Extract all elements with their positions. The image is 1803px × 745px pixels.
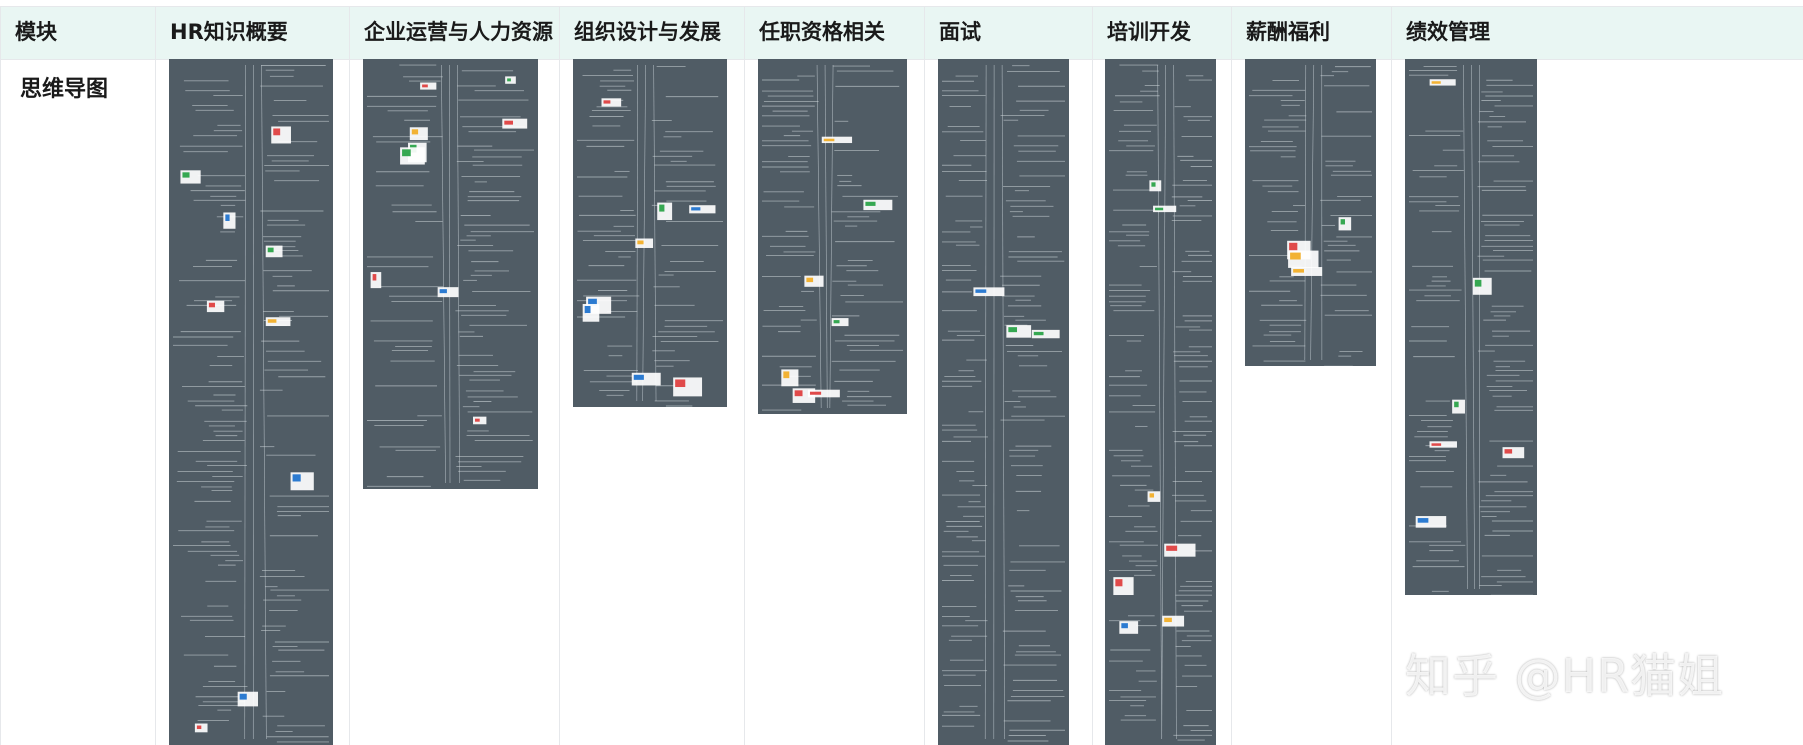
header-performance: 绩效管理 [1392,7,1803,59]
zhihu-watermark: 知乎 @HR猫姐 [1405,640,1724,706]
mindmap-compensation[interactable] [1245,59,1376,366]
row-label-mindmap: 思维导图 [20,71,108,103]
table-header-row: 模块 HR知识概要 企业运营与人力资源 组织设计与发展 任职资格相关 面试 培训… [1,7,1803,60]
mindmap-org-design[interactable] [573,59,727,407]
header-hr-overview: HR知识概要 [156,7,350,59]
mindmap-qualification[interactable] [758,59,907,414]
mindmap-table: 模块 HR知识概要 企业运营与人力资源 组织设计与发展 任职资格相关 面试 培训… [0,6,1803,745]
mindmap-operations-hr[interactable] [363,59,538,489]
mindmap-hr-overview[interactable] [169,59,333,745]
mindmap-training[interactable] [1105,59,1216,745]
header-operations-hr: 企业运营与人力资源 [350,7,560,59]
header-module: 模块 [1,7,156,59]
header-interview: 面试 [925,7,1093,59]
header-qualification: 任职资格相关 [745,7,925,59]
header-org-design: 组织设计与发展 [560,7,745,59]
mindmap-interview[interactable] [938,59,1069,745]
mindmap-performance[interactable] [1405,59,1537,595]
header-training: 培训开发 [1093,7,1232,59]
header-compensation: 薪酬福利 [1232,7,1392,59]
